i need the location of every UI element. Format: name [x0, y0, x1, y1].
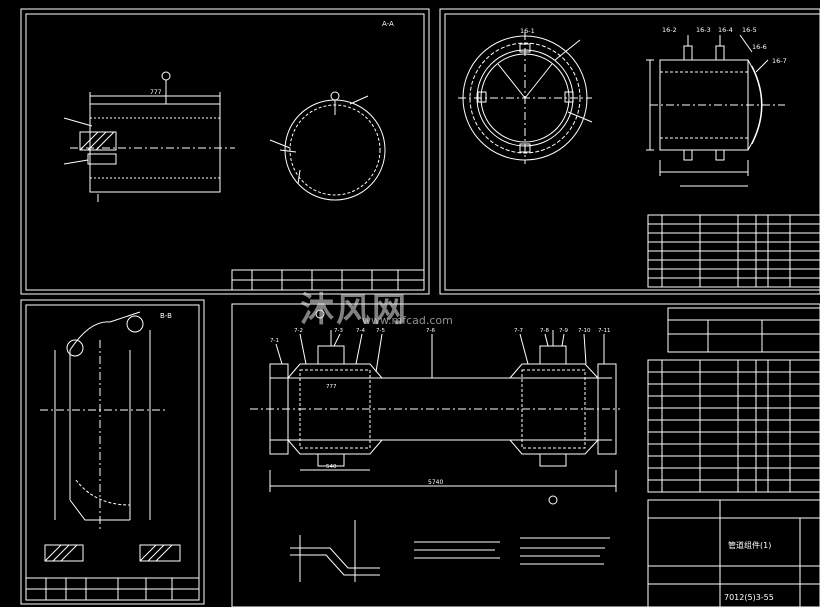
label-16-5: 16-5 [742, 26, 757, 34]
panel-main [231, 303, 820, 607]
label-16-1: 16-1 [520, 27, 535, 35]
callout-7-2: 7-2 [294, 328, 303, 334]
callout-7-11: 7-11 [598, 328, 610, 334]
top-left-corner-mark: A-A [382, 20, 394, 28]
label-16-7: 16-7 [772, 57, 787, 65]
callout-7-4: 7-4 [356, 328, 365, 334]
top-left-width-dim: 777 [150, 89, 162, 96]
callout-7-3: 7-3 [334, 328, 343, 334]
label-16-6: 16-6 [752, 43, 767, 51]
label-16-3: 16-3 [696, 26, 711, 34]
callout-7-6: 7-6 [426, 328, 435, 334]
callout-7-9: 7-9 [559, 328, 568, 334]
main-sub-dim: 540 [326, 464, 337, 470]
title-block-drawing-number: 7012(5)3-55 [724, 593, 774, 602]
callout-7-7: 7-7 [514, 328, 523, 334]
bottom-left-corner-mark: B-B [160, 312, 172, 320]
main-overall-length: 5740 [428, 479, 443, 486]
main-callouts: 7-1 7-2 7-3 7-4 7-5 7-6 7-7 7-8 7-9 7-10… [270, 328, 610, 344]
callout-7-5: 7-5 [376, 328, 385, 334]
main-inner-dim: 777 [326, 384, 337, 390]
panel-top-left [20, 8, 430, 295]
title-block-title: 管道组件(1) [728, 540, 771, 550]
callout-7-10: 7-10 [578, 328, 591, 334]
panel-bottom-left [20, 299, 205, 605]
label-16-2: 16-2 [662, 26, 677, 34]
label-16-4: 16-4 [718, 26, 733, 34]
callout-7-8: 7-8 [540, 328, 549, 334]
top-right-labels: 16-1 16-2 16-3 16-4 16-5 16-6 16-7 [520, 26, 787, 65]
panel-top-right [439, 8, 820, 295]
callout-7-1: 7-1 [270, 338, 279, 344]
